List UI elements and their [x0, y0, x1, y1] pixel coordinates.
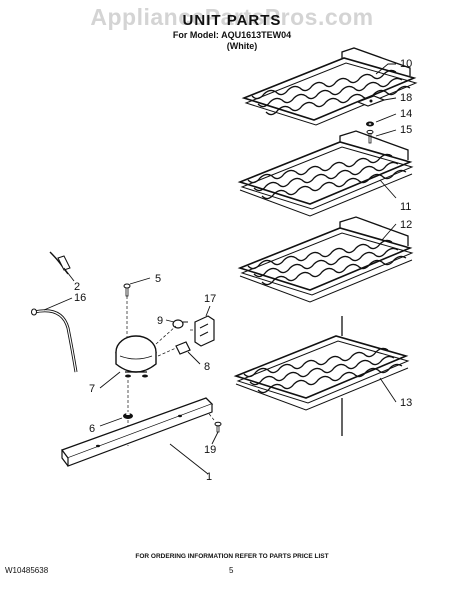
screw-19	[214, 421, 222, 433]
wire-shelf-11	[239, 130, 413, 217]
bracket-18	[356, 95, 386, 107]
callout-6: 6	[89, 423, 95, 435]
callout-10: 10	[400, 58, 412, 70]
grommet-6	[123, 413, 133, 419]
wire-shelf-13	[235, 316, 409, 436]
watermark: AppliancePartsPros.com	[90, 4, 374, 30]
callout-1: 1	[206, 471, 212, 483]
callout-15: 15	[400, 124, 412, 136]
callout-9: 9	[157, 315, 163, 327]
page-number: 5	[229, 566, 234, 575]
washer-14	[366, 121, 374, 127]
color-line: (White)	[226, 41, 258, 51]
callout-11: 11	[400, 201, 411, 213]
document-number: W10485638	[5, 566, 49, 575]
leader-lines	[43, 63, 397, 475]
wire-shelf-12	[239, 216, 413, 303]
screw-15	[366, 129, 374, 144]
callout-5: 5	[155, 273, 161, 285]
relay-17	[194, 315, 215, 347]
model-line: For Model: AQU1613TEW04	[172, 30, 292, 40]
callout-2: 2	[74, 281, 80, 293]
start-device-8	[175, 341, 191, 355]
callout-7: 7	[89, 383, 95, 395]
ordering-note: FOR ORDERING INFORMATION REFER TO PARTS …	[135, 553, 329, 560]
callout-8: 8	[204, 361, 210, 373]
callout-14: 14	[400, 108, 412, 120]
capillary-tube-2	[49, 251, 71, 275]
callout-12: 12	[400, 219, 412, 231]
wire-shelf-10	[243, 47, 417, 126]
screw-5	[123, 283, 131, 297]
callout-19: 19	[204, 444, 216, 456]
callout-16: 16	[74, 292, 86, 304]
callout-13: 13	[400, 397, 412, 409]
callout-18: 18	[400, 92, 412, 104]
compressor-7	[115, 335, 157, 378]
base-plate-1	[60, 397, 214, 467]
drain-hose-16	[31, 308, 78, 373]
page-title: UNIT PARTS	[182, 12, 282, 29]
callout-17: 17	[204, 293, 216, 305]
